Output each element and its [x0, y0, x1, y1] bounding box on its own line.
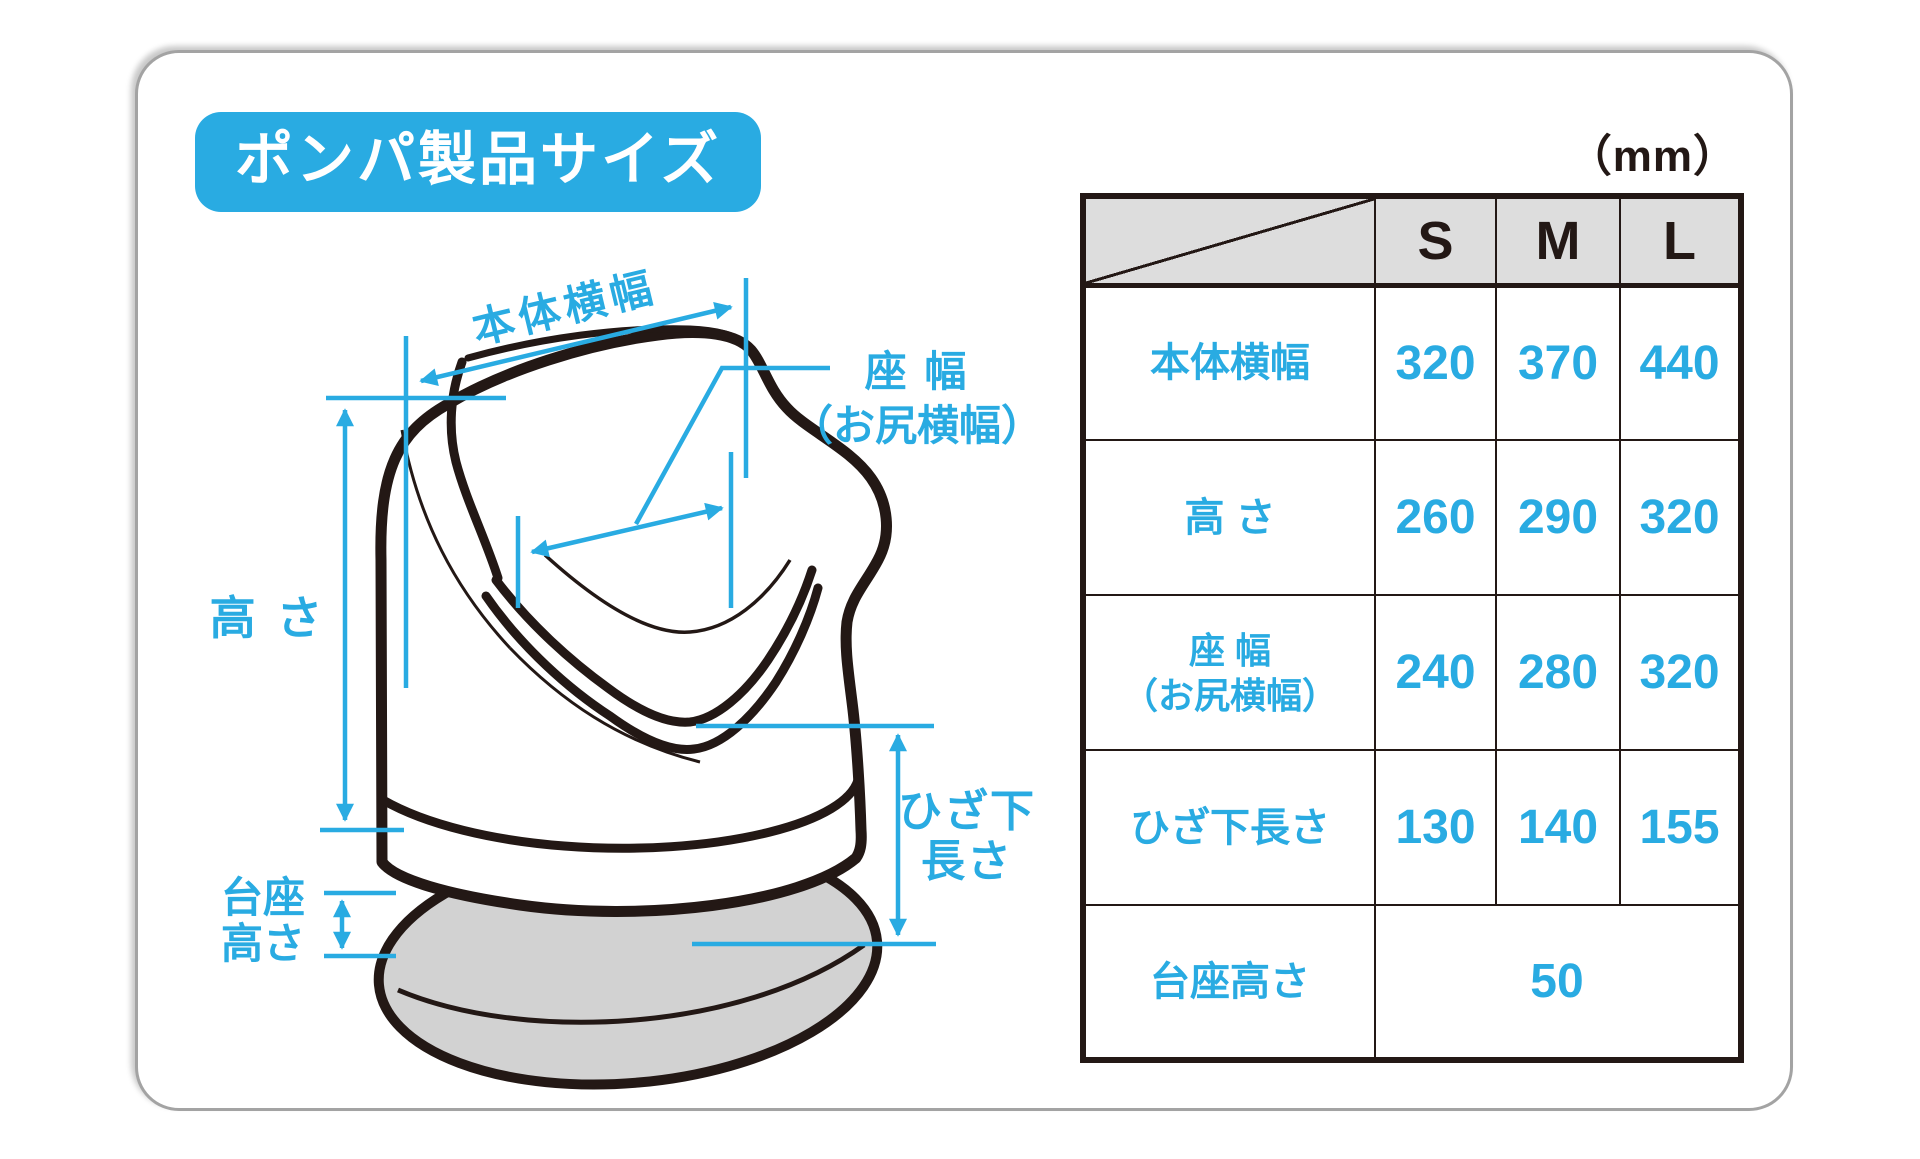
size-table-col-m: M [1495, 195, 1621, 288]
value-l: 440 [1639, 336, 1720, 390]
value-m: 280 [1517, 646, 1599, 699]
size-table-col-s: S [1374, 195, 1497, 288]
row-label: 高 さ [1184, 495, 1276, 540]
value-s: 240 [1395, 646, 1476, 699]
value-m: 370 [1517, 336, 1599, 390]
table-row-base-height: 台座高さ 50 [1082, 904, 1742, 1061]
table-row-body-width: 本体横幅 320 370 440 [1082, 284, 1742, 441]
row-label: ひざ下長さ [1130, 805, 1330, 850]
value-l: 320 [1639, 646, 1720, 699]
table-row-height: 高 さ 260 290 320 [1082, 439, 1742, 596]
size-table: S M L 本体横幅 320 370 440 高 さ 260 290 320 座… [1080, 193, 1744, 1063]
value-l: 155 [1639, 801, 1720, 854]
row-label-line2: （お尻横幅） [1121, 674, 1338, 716]
row-label: 本体横幅 [1150, 341, 1310, 386]
value-l: 320 [1639, 491, 1720, 544]
value-s: 130 [1395, 801, 1476, 854]
size-table-corner-cell [1082, 195, 1376, 288]
table-row-seat-width: 座 幅 （お尻横幅） 240 280 320 [1082, 594, 1742, 751]
value-s: 320 [1395, 336, 1476, 390]
row-label-line1: 座 幅 [1188, 629, 1271, 671]
size-table-col-l: L [1619, 195, 1742, 288]
value-m: 290 [1517, 491, 1599, 544]
value-s: 260 [1395, 491, 1476, 544]
value-m: 140 [1517, 801, 1599, 854]
unit-label: （mm） [1567, 132, 1738, 181]
value-all-sizes: 50 [1530, 955, 1584, 1008]
table-row-below-knee: ひざ下長さ 130 140 155 [1082, 749, 1742, 906]
row-label: 台座高さ [1150, 959, 1310, 1004]
size-table-header-row: S M L [1082, 195, 1742, 288]
title-badge: ポンパ製品サイズ [195, 112, 762, 212]
